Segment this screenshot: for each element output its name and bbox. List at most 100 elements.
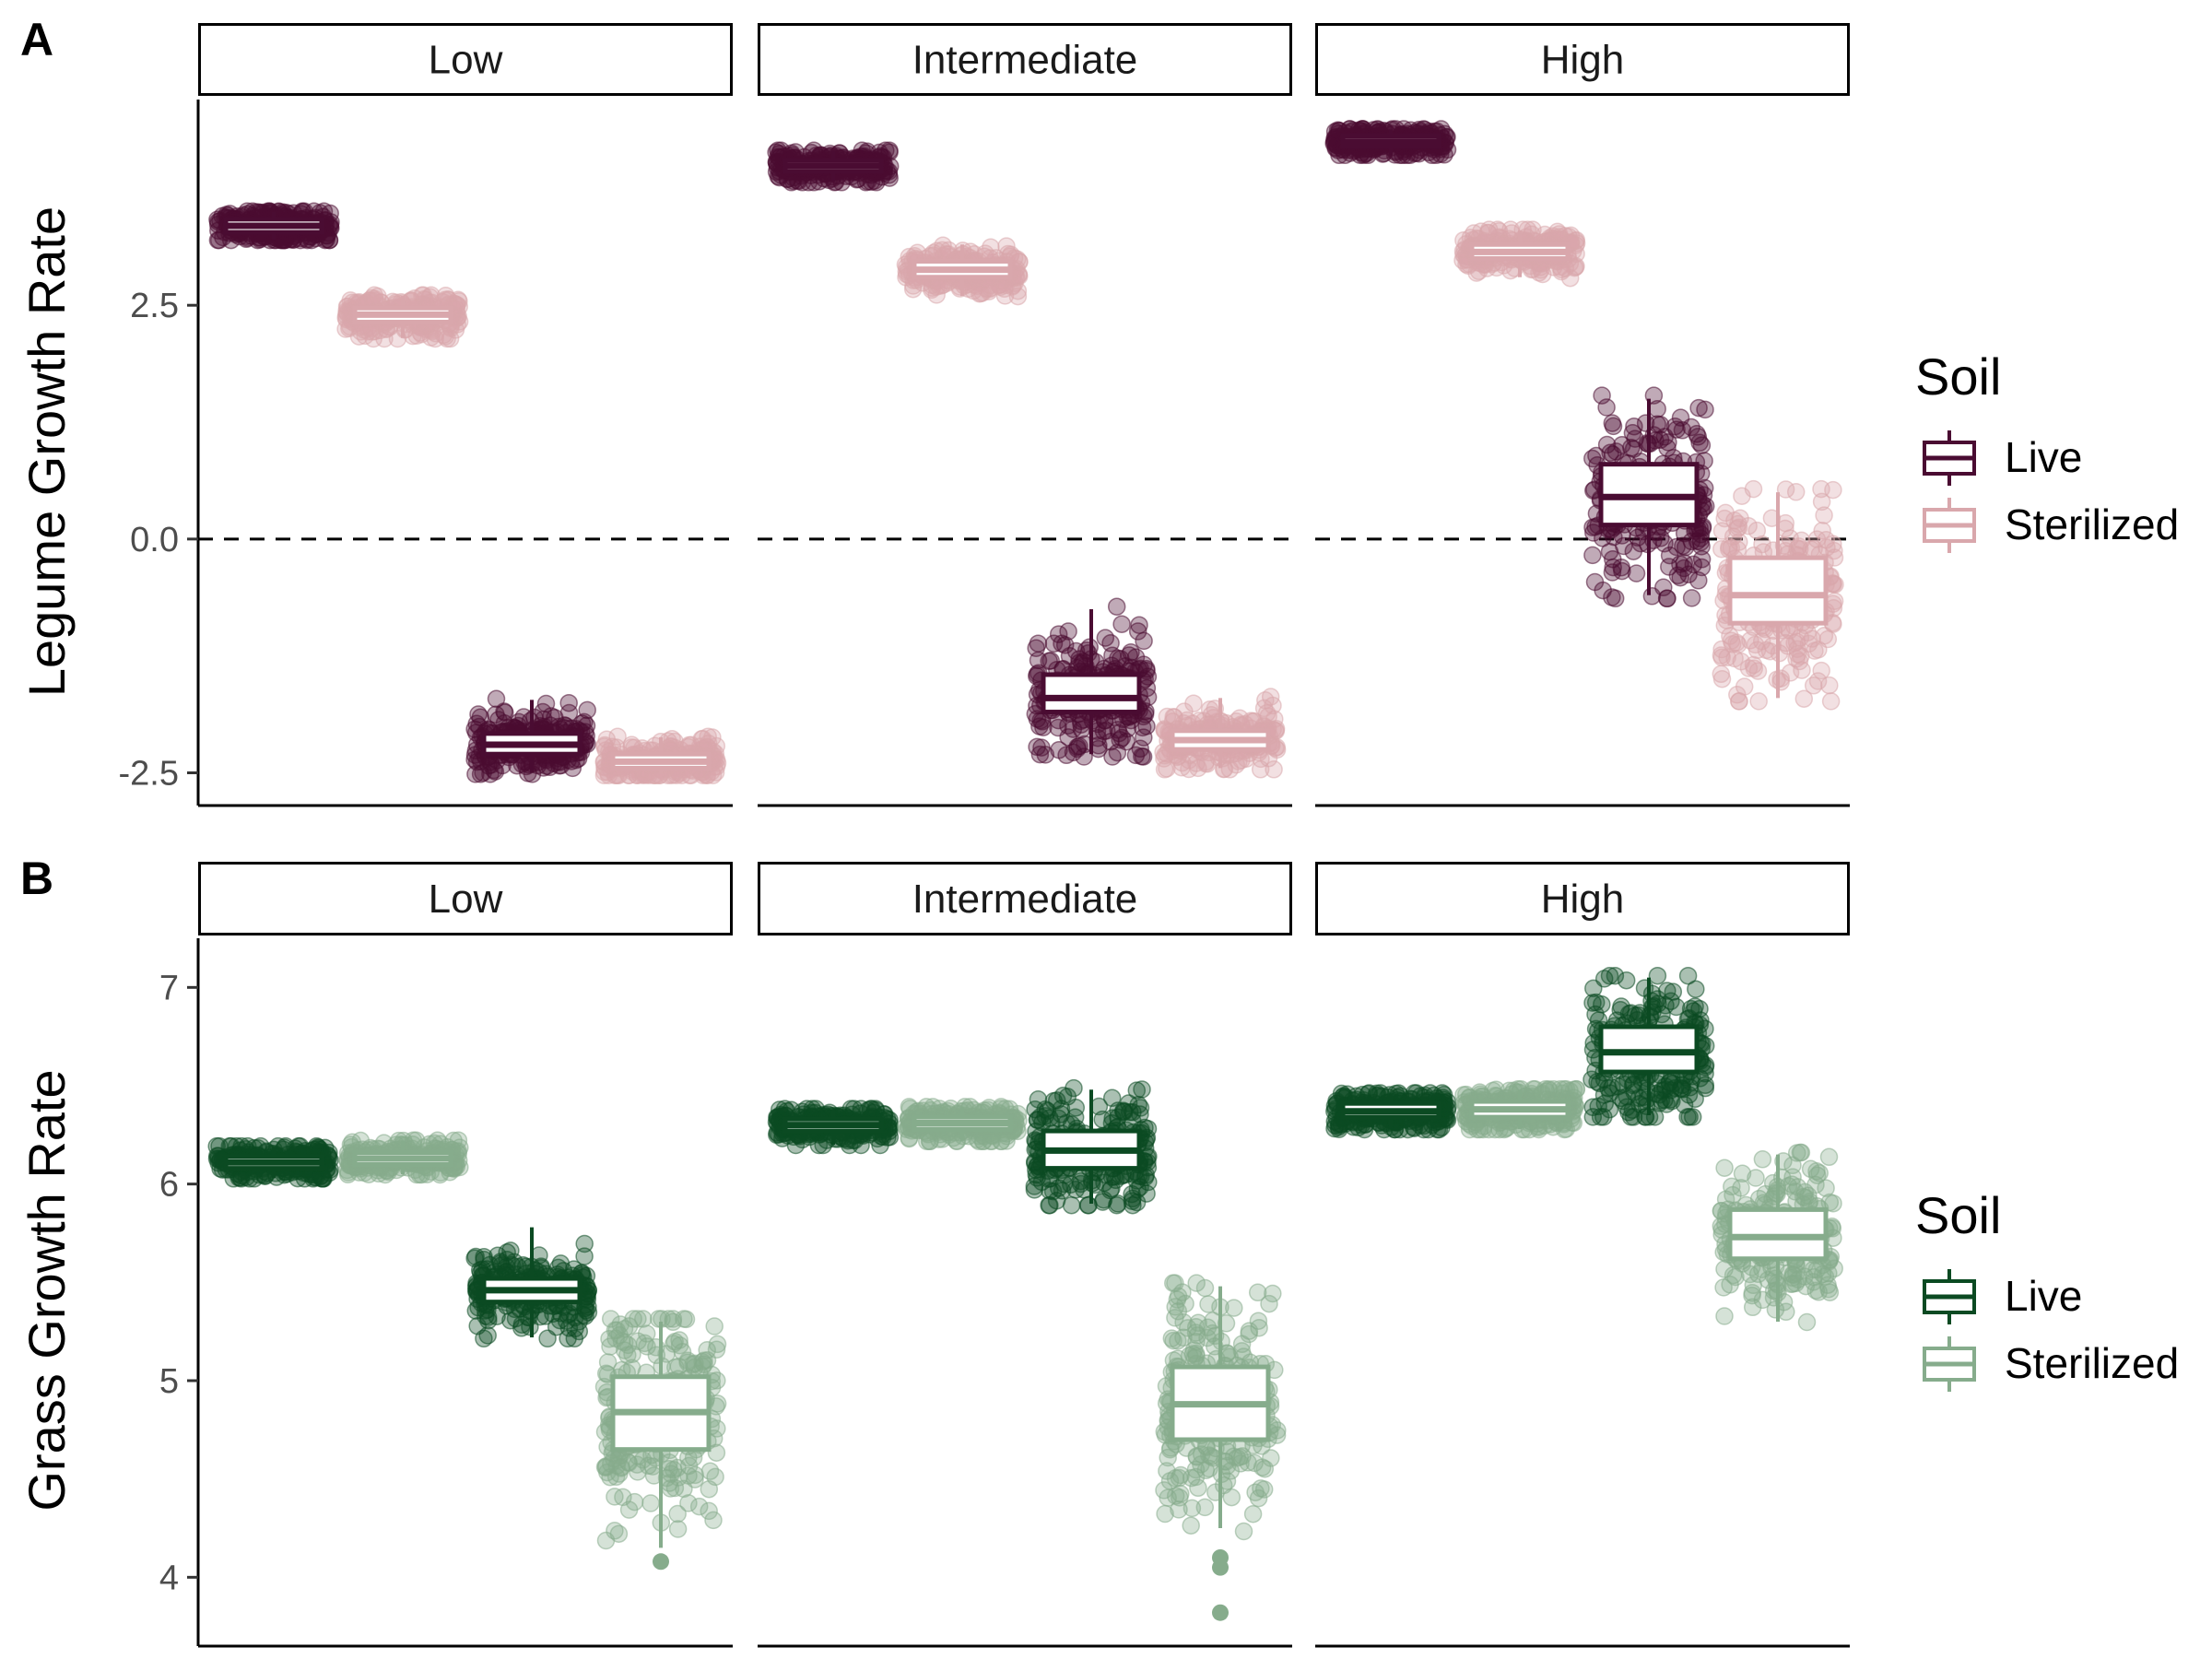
jitter-point (1267, 740, 1287, 759)
jitter-point (1712, 640, 1731, 659)
jitter-point (641, 1494, 660, 1512)
y-tick-label: 5 (159, 1362, 179, 1401)
jitter-point (1049, 625, 1068, 643)
facet-strip-label: Low (429, 877, 503, 922)
jitter-point (629, 1310, 647, 1328)
group-sterilized (594, 1310, 727, 1571)
jitter-point (1807, 530, 1827, 548)
jitter-point (1712, 669, 1732, 688)
grass-panel: B Grass Growth Rate 7 6 5 4 Low Intermediate… (18, 853, 2179, 1648)
legend-title-legume: Soil (1915, 347, 2001, 406)
jitter-point (1730, 692, 1748, 711)
jitter-point (469, 705, 488, 724)
jitter-point (486, 762, 505, 781)
jitter-point (1070, 650, 1088, 668)
group-live (767, 141, 900, 192)
group-sterilized (338, 1131, 469, 1184)
jitter-point (336, 320, 355, 338)
jitter-point (560, 1304, 579, 1324)
legend-legume: Soil Live Sterilized (1915, 347, 2179, 553)
jitter-point (1184, 694, 1203, 712)
box (1727, 555, 1829, 626)
jitter-point (606, 1488, 624, 1506)
jitter-point (1135, 728, 1153, 747)
jitter-point (1622, 439, 1641, 457)
y-tick-label: 6 (159, 1166, 179, 1205)
y-axis-label-grass: Grass Growth Rate (18, 1069, 76, 1511)
jitter-point (475, 1329, 493, 1348)
jitter-point (670, 1331, 688, 1349)
group-live (207, 1136, 339, 1188)
jitter-point (668, 1458, 687, 1477)
jitter-point (970, 284, 989, 303)
y-tick-label: 2.5 (130, 287, 179, 325)
facet-strip-label: High (1541, 38, 1625, 83)
panel-label-a: A (20, 14, 53, 65)
jitter-point (992, 1098, 1010, 1116)
jitter-point (1597, 435, 1617, 454)
jitter-point (1744, 479, 1763, 499)
jitter-point (563, 759, 582, 778)
jitter-point (1749, 692, 1768, 711)
jitter-point (1747, 521, 1767, 540)
jitter-point (487, 689, 506, 709)
facet-strip-label: Intermediate (912, 38, 1138, 83)
y-tick-label: 4 (159, 1559, 179, 1597)
jitter-point (1712, 539, 1731, 559)
jitter-point (1712, 522, 1732, 540)
jitter-point (1689, 398, 1708, 418)
jitter-point (549, 1258, 568, 1277)
group-sterilized (594, 727, 727, 784)
jitter-point (1682, 418, 1700, 437)
jitter-point (1651, 416, 1670, 434)
facet-intermediate: Intermediate (758, 862, 1292, 1648)
jitter-point (538, 1329, 557, 1348)
jitter-point (1214, 759, 1233, 779)
jitter-point (863, 1100, 881, 1118)
jitter-point (809, 1135, 829, 1155)
jitter-point (1821, 692, 1841, 711)
jitter-point (1815, 506, 1833, 524)
jitter-point (930, 276, 948, 295)
y-axis-label-legume: Legume Growth Rate (18, 206, 76, 697)
jitter-point (1256, 691, 1275, 710)
jitter-point (1606, 589, 1625, 608)
legend-label-sterilized: Sterilized (2005, 500, 2179, 548)
jitter-point (704, 1511, 723, 1530)
jitter-point (601, 1337, 619, 1356)
jitter-point (1812, 661, 1830, 680)
jitter-point (491, 1254, 510, 1273)
group-sterilized (896, 236, 1029, 306)
jitter-point (625, 1492, 644, 1512)
jitter-point (705, 1317, 724, 1335)
group-live (1583, 386, 1715, 608)
jitter-point (1134, 747, 1153, 766)
jitter-point (1072, 715, 1090, 734)
group-sterilized (1154, 688, 1287, 779)
y-tick-label: -2.5 (119, 754, 179, 793)
jitter-point (1251, 760, 1270, 779)
jitter-point (611, 1315, 629, 1334)
box (1041, 672, 1142, 715)
group-sterilized (1453, 220, 1586, 288)
jitter-point (1036, 746, 1055, 764)
jitter-point (1059, 728, 1077, 747)
jitter-point (1658, 439, 1677, 457)
group-live (767, 1100, 900, 1155)
y-tick-label: 7 (159, 969, 179, 1007)
jitter-point (826, 172, 845, 192)
legend-label-live: Live (2005, 433, 2082, 481)
jitter-point (1034, 718, 1053, 736)
jitter-point (1130, 616, 1148, 634)
group-sterilized (1712, 479, 1844, 711)
group-live (465, 689, 596, 783)
jitter-point (1108, 743, 1127, 762)
jitter-point (698, 1341, 716, 1359)
jitter-point (1040, 652, 1058, 671)
jitter-point (669, 1357, 688, 1376)
panel-label-b: B (20, 853, 53, 904)
jitter-point (1604, 558, 1622, 577)
group-live (1026, 597, 1158, 766)
facet-strip-label: Intermediate (912, 877, 1138, 922)
jitter-point (1583, 546, 1602, 565)
